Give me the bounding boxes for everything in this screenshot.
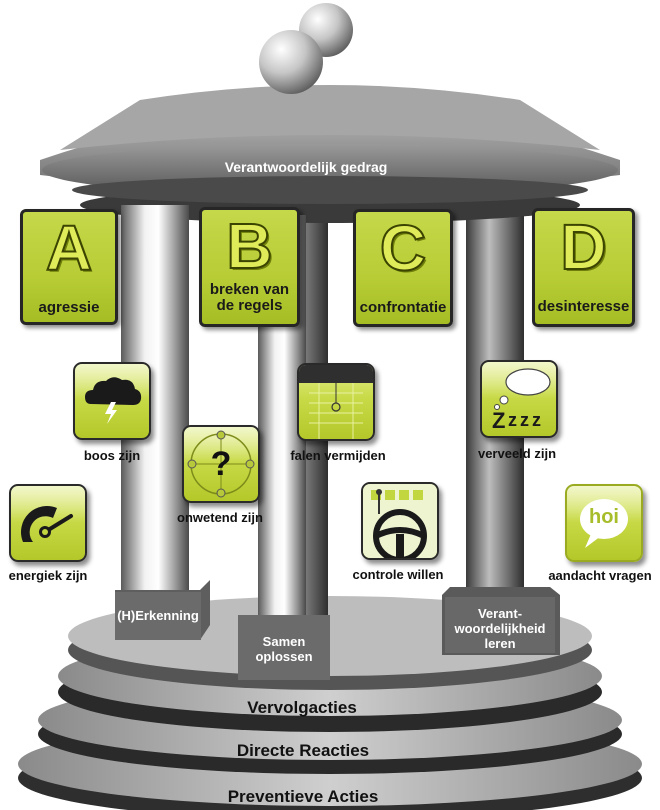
- label-controle-willen: controle willen: [352, 567, 444, 582]
- pedestal-left-label: (H)Erkenning: [117, 608, 199, 623]
- category-b-letter: B: [225, 210, 273, 282]
- roof-rim: [72, 176, 588, 204]
- category-a-label: agressie: [38, 299, 100, 316]
- pedestal-right-label: Verant-woordelijkheid leren: [454, 606, 546, 651]
- category-c-box: C confrontatie: [353, 209, 453, 327]
- label-falen-vermijden: falen vermijden: [290, 448, 386, 463]
- category-c-letter: C: [379, 212, 427, 284]
- sleep-bubble-icon: Z z z z: [480, 360, 558, 438]
- category-d-letter: D: [559, 211, 607, 283]
- roof-title: Verantwoordelijk gedrag: [225, 159, 388, 175]
- category-b-label: breken van de regels: [209, 281, 290, 314]
- roof-sphere-front: [259, 30, 323, 94]
- speedometer-icon: [9, 484, 87, 562]
- category-b-box: B breken van de regels: [199, 207, 300, 327]
- step-label-preventieve-acties: Preventieve Acties: [228, 787, 379, 806]
- hoi-bubble-text: hoi: [589, 506, 619, 528]
- svg-text:z: z: [520, 410, 529, 430]
- pedestal-middle-label: Samen oplossen: [255, 634, 313, 664]
- step-label-vervolgacties: Vervolgacties: [247, 698, 357, 717]
- label-aandacht-vragen: aandacht vragen: [548, 568, 652, 583]
- svg-text:z: z: [508, 410, 517, 430]
- label-onwetend-zijn: onwetend zijn: [177, 510, 263, 525]
- category-c-label: confrontatie: [359, 299, 447, 316]
- category-d-box: D desinteresse: [532, 208, 635, 327]
- roof-top: [60, 85, 600, 150]
- label-boos-zijn: boos zijn: [83, 448, 141, 463]
- pedestal-middle-face: [238, 615, 330, 680]
- category-a-letter: A: [45, 212, 93, 284]
- notebook-icon: [297, 363, 375, 441]
- svg-text:z: z: [532, 410, 541, 430]
- pedestal-right-face: [445, 597, 555, 653]
- category-a-box: A agressie: [20, 209, 118, 325]
- step-label-directe-reacties: Directe Reacties: [237, 741, 369, 760]
- storm-cloud-icon: [73, 362, 151, 440]
- compass-question-icon: ?: [182, 425, 260, 503]
- label-energiek-zijn: energiek zijn: [8, 568, 88, 583]
- steering-wheel-icon: [361, 482, 439, 560]
- label-verveeld-zijn: verveeld zijn: [477, 446, 557, 461]
- pedestal-left-face: [115, 592, 201, 640]
- category-d-label: desinteresse: [537, 298, 630, 315]
- svg-text:Z: Z: [492, 408, 505, 433]
- speech-bubble-hoi-icon: hoi: [565, 484, 643, 562]
- svg-text:?: ?: [211, 445, 232, 483]
